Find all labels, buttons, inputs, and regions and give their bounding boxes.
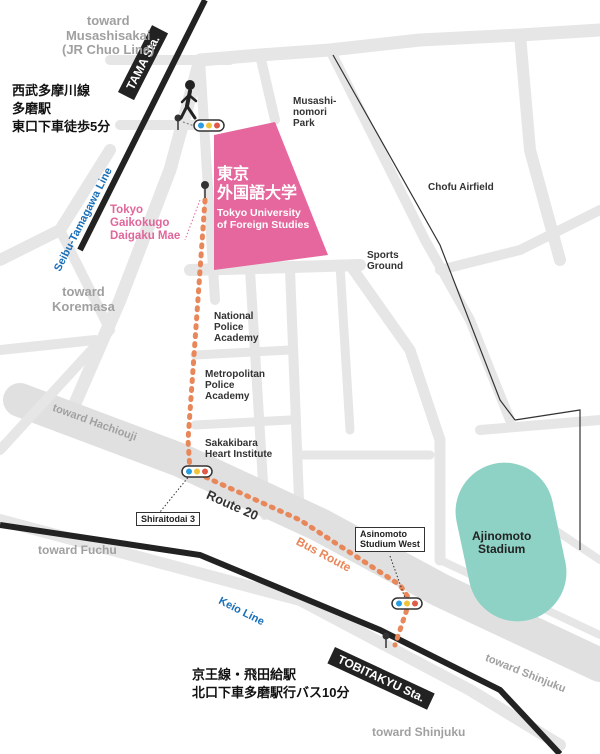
asinomoto-studium-west-stop-label: Asinomoto Studium West [355,527,425,552]
chofu-airfield-label: Chofu Airfield [428,182,494,193]
toward-koremasa-label: toward Koremasa [52,284,115,314]
seibu-tamagawa-line [77,0,208,252]
tufs-name-en: Tokyo University of Foreign Studies [217,207,310,231]
airfield-boundary [332,54,581,550]
ajinomoto-stadium-label: Ajinomoto Stadium [472,529,532,557]
traffic-signal-icon [181,465,213,478]
tobitakyu-bus-directions: 京王線・飛田給駅 北口下車多磨駅行バス10分 [192,667,350,701]
keio-line [0,522,563,754]
shiraitodai-leader [159,474,191,513]
tufs-name-jp: 東京 外国語大学 [217,166,298,203]
traffic-signal-icon [391,597,423,610]
metropolitan-police-academy-label: Metropolitan Police Academy [205,369,265,403]
asinomoto-leader [389,555,406,599]
shiraitodai-3-stop-label: Shiraitodai 3 [136,512,201,527]
traffic-signal-icon [193,119,225,132]
walking-person-icon [179,80,198,120]
sakakibara-heart-institute-label: Sakakibara Heart Institute [205,438,273,461]
musashinomori-park-label: Musashi- nomori Park [293,96,337,130]
toward-fuchu-label: toward Fuchu [38,543,117,557]
bus-stop-tufs-leader [184,199,201,241]
road-network [0,23,600,751]
bus-stop-tufs-label: Tokyo Gaikokugo Daigaku Mae [110,204,181,242]
bus-stop-pole-icon [174,114,182,130]
bus-stop-pole-icon [382,632,390,648]
walk-path [182,121,201,129]
tama-walk-directions: 西武多摩川線 多磨駅 東口下車徒歩5分 [12,83,111,135]
national-police-academy-label: National Police Academy [214,311,259,345]
sports-ground-label: Sports Ground [367,250,404,273]
tufs-campus [214,122,328,270]
toward-musashisakai-label: toward Musashisakai (JR Chuo Line) [62,13,155,58]
bus-stop-pole-icon [201,181,209,198]
toward-shinjuku-label-2: toward Shinjuku [372,725,466,739]
ajinomoto-stadium-shape [455,462,567,622]
